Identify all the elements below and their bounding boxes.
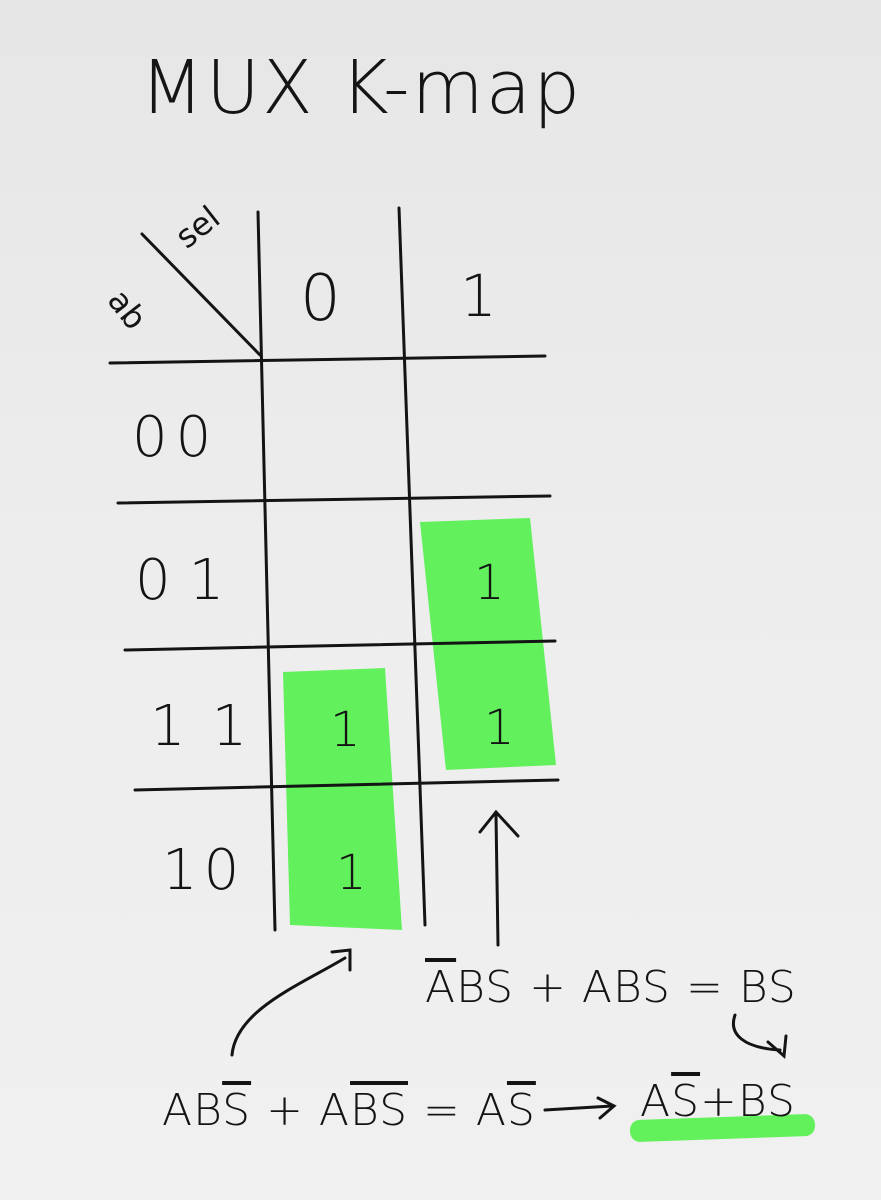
right-arrow-head [596,1096,617,1120]
right-arrow-shaft [543,1104,614,1112]
grid-hline-2 [116,494,552,505]
equation-result: AS+BS [640,1076,796,1127]
equation-right-rest: BS + ABS = BS [456,962,797,1013]
column-header-0: 0 [300,262,341,336]
grid-vline-2 [397,206,427,927]
result-a: A [640,1076,672,1127]
highlight-column-1 [420,518,556,770]
equation-right-abar: A [425,962,457,1013]
row-label-11: 11 [150,694,274,759]
result-s-bar: S [671,1076,701,1127]
equation-left-part1-bar: S [222,1085,252,1136]
curve-arrow-head [330,948,352,972]
row-label-10: 10 [162,838,246,903]
grid-vline-1 [256,210,277,932]
column-header-1: 1 [460,262,497,330]
equation-left-part2-bar: BS [350,1085,408,1136]
cell-11-sel0: 1 [330,702,361,758]
up-arrow-shaft [494,813,500,947]
equation-left-part3: = A [408,1085,507,1136]
highlight-column-0 [283,668,402,930]
grid-hline-1 [108,354,547,365]
equation-right-group: ABS + ABS = BS [425,962,797,1013]
row-label-00: 00 [132,405,220,470]
hook-arrow-head [766,1034,788,1060]
equation-left-part3-bar: S [506,1085,536,1136]
result-plus-bs: +BS [700,1076,796,1127]
curve-arrow [230,956,347,1057]
cell-10-sel0: 1 [336,845,367,901]
up-arrow-head [478,809,520,838]
hook-arrow [732,1013,782,1052]
cell-01-sel1: 1 [474,555,505,611]
grid-hline-3 [123,639,557,652]
equation-left-part2: + A [251,1085,351,1136]
grid-hline-4 [133,778,560,792]
cell-11-sel1: 1 [484,700,515,756]
row-label-01: 01 [135,548,243,613]
equation-left-part1: AB [162,1085,223,1136]
corner-diagonal [140,232,262,357]
equation-left-group: ABS + ABS = AS [162,1085,536,1136]
page-title: MUX K-map [140,45,583,131]
